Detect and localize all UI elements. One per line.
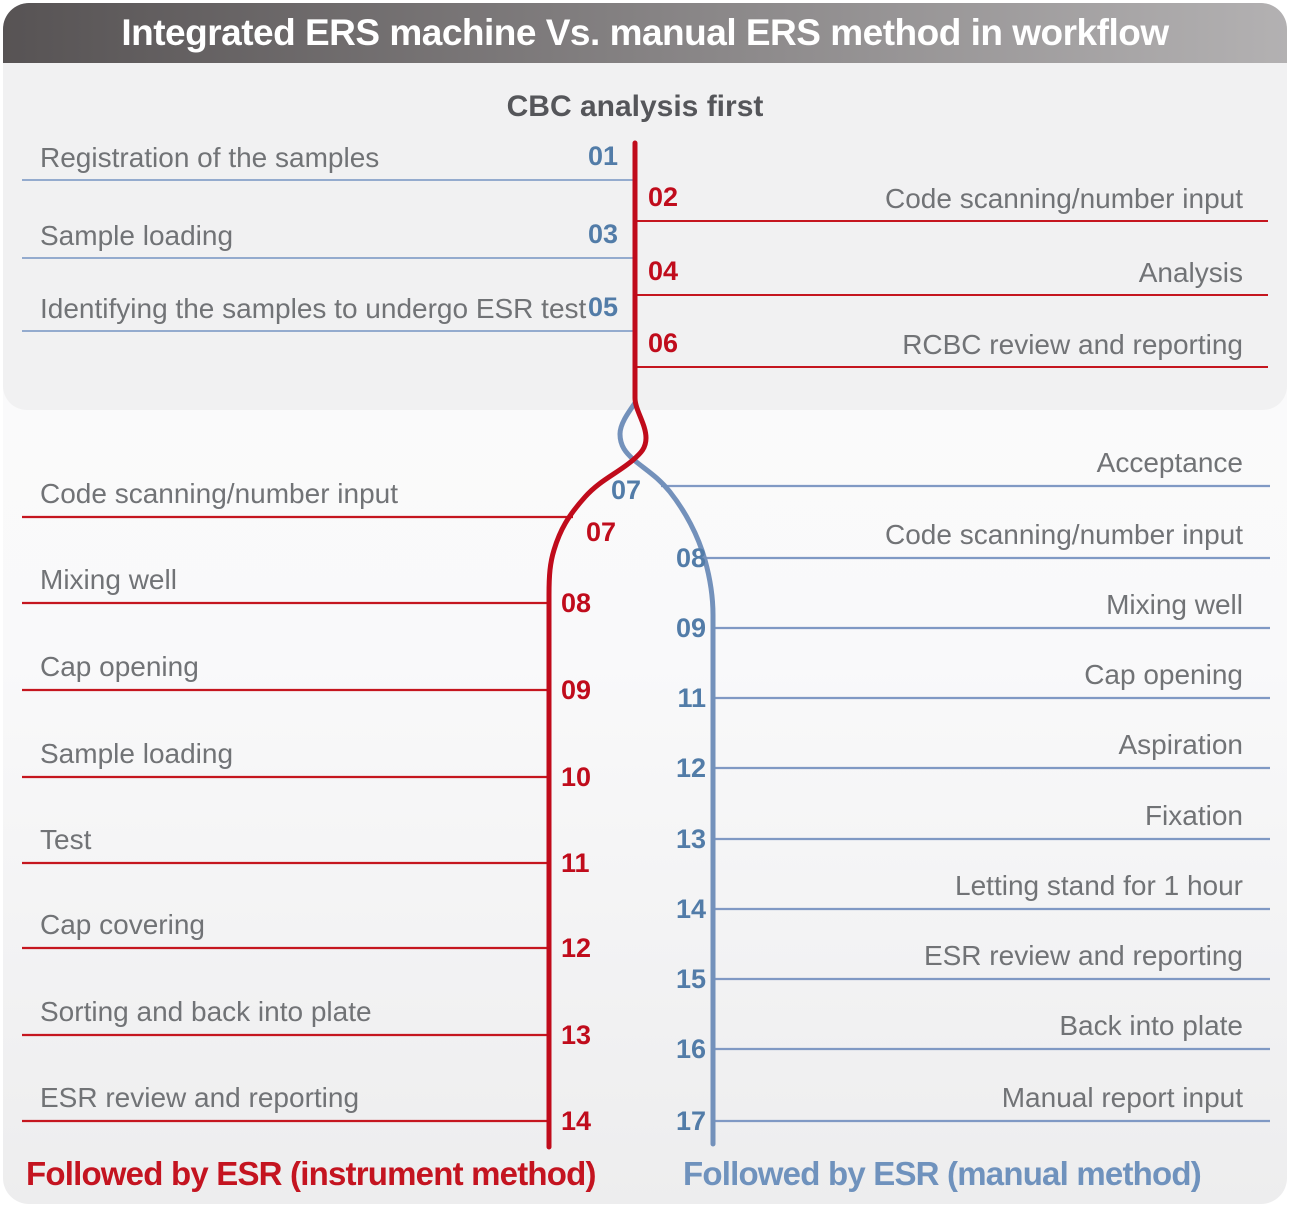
- manual-branch-line: [617, 400, 716, 1147]
- step-number: 09: [561, 675, 592, 705]
- cbc-section-background: [3, 63, 1287, 410]
- instrument-branch-line: [546, 140, 649, 1150]
- step-label: Manual report input: [1001, 1082, 1243, 1113]
- step-number: 05: [587, 292, 618, 322]
- step-number: 09: [675, 613, 706, 643]
- step-number: 17: [675, 1106, 706, 1136]
- step-label: Cap covering: [40, 909, 205, 940]
- step-label: Code scanning/number input: [40, 478, 399, 509]
- page-title: Integrated ERS machine Vs. manual ERS me…: [121, 12, 1169, 53]
- diagram-stage: Integrated ERS machine Vs. manual ERS me…: [3, 3, 1287, 1204]
- step-label: Cap opening: [40, 651, 199, 682]
- step-number: 08: [561, 588, 592, 618]
- step-label: Identifying the samples to undergo ESR t…: [40, 293, 587, 324]
- step-number: 13: [675, 824, 706, 854]
- step-number: 16: [675, 1034, 706, 1064]
- step-label: Sample loading: [40, 220, 234, 251]
- step-label: Code scanning/number input: [884, 519, 1243, 550]
- infographic-card: Integrated ERS machine Vs. manual ERS me…: [3, 3, 1287, 1204]
- cbc-section-heading: CBC analysis first: [506, 90, 764, 123]
- step-label: Back into plate: [1059, 1010, 1243, 1041]
- step-label: ESR review and reporting: [923, 940, 1243, 971]
- step-number: 13: [561, 1020, 592, 1050]
- step-label: Acceptance: [1096, 447, 1243, 478]
- step-number: 11: [677, 683, 706, 713]
- step-label: Analysis: [1138, 257, 1243, 288]
- title-bar: Integrated ERS machine Vs. manual ERS me…: [3, 3, 1287, 63]
- step-label: ESR review and reporting: [40, 1082, 360, 1113]
- step-label: Test: [40, 824, 92, 855]
- step-label: Sorting and back into plate: [40, 996, 372, 1027]
- step-label: Code scanning/number input: [884, 183, 1243, 214]
- workflow-lines: [22, 140, 1270, 1150]
- step-label: Letting stand for 1 hour: [955, 870, 1243, 901]
- step-label: RCBC review and reporting: [902, 329, 1243, 360]
- step-label: Aspiration: [1118, 729, 1243, 760]
- step-number: 07: [611, 475, 642, 505]
- step-number: 14: [561, 1106, 592, 1136]
- step-label: Mixing well: [40, 564, 177, 595]
- step-number: 07: [586, 517, 617, 547]
- step-label: Sample loading: [40, 738, 234, 769]
- step-number: 10: [561, 762, 592, 792]
- step-number: 03: [587, 219, 618, 249]
- step-number: 14: [675, 894, 706, 924]
- step-label: Mixing well: [1106, 589, 1243, 620]
- step-number: 08: [675, 543, 706, 573]
- step-label: Fixation: [1144, 800, 1243, 831]
- step-label: Registration of the samples: [40, 142, 380, 173]
- step-label: Cap opening: [1084, 659, 1243, 690]
- step-number: 02: [648, 182, 679, 212]
- instrument-method-caption: Followed by ESR (instrument method): [26, 1155, 596, 1192]
- step-number: 15: [675, 964, 706, 994]
- manual-method-caption: Followed by ESR (manual method): [683, 1155, 1202, 1192]
- step-number: 06: [648, 328, 679, 358]
- step-number: 01: [587, 141, 618, 171]
- step-number: 04: [648, 256, 679, 286]
- step-number: 12: [675, 753, 706, 783]
- step-number: 12: [561, 933, 592, 963]
- step-number: 11: [561, 848, 590, 878]
